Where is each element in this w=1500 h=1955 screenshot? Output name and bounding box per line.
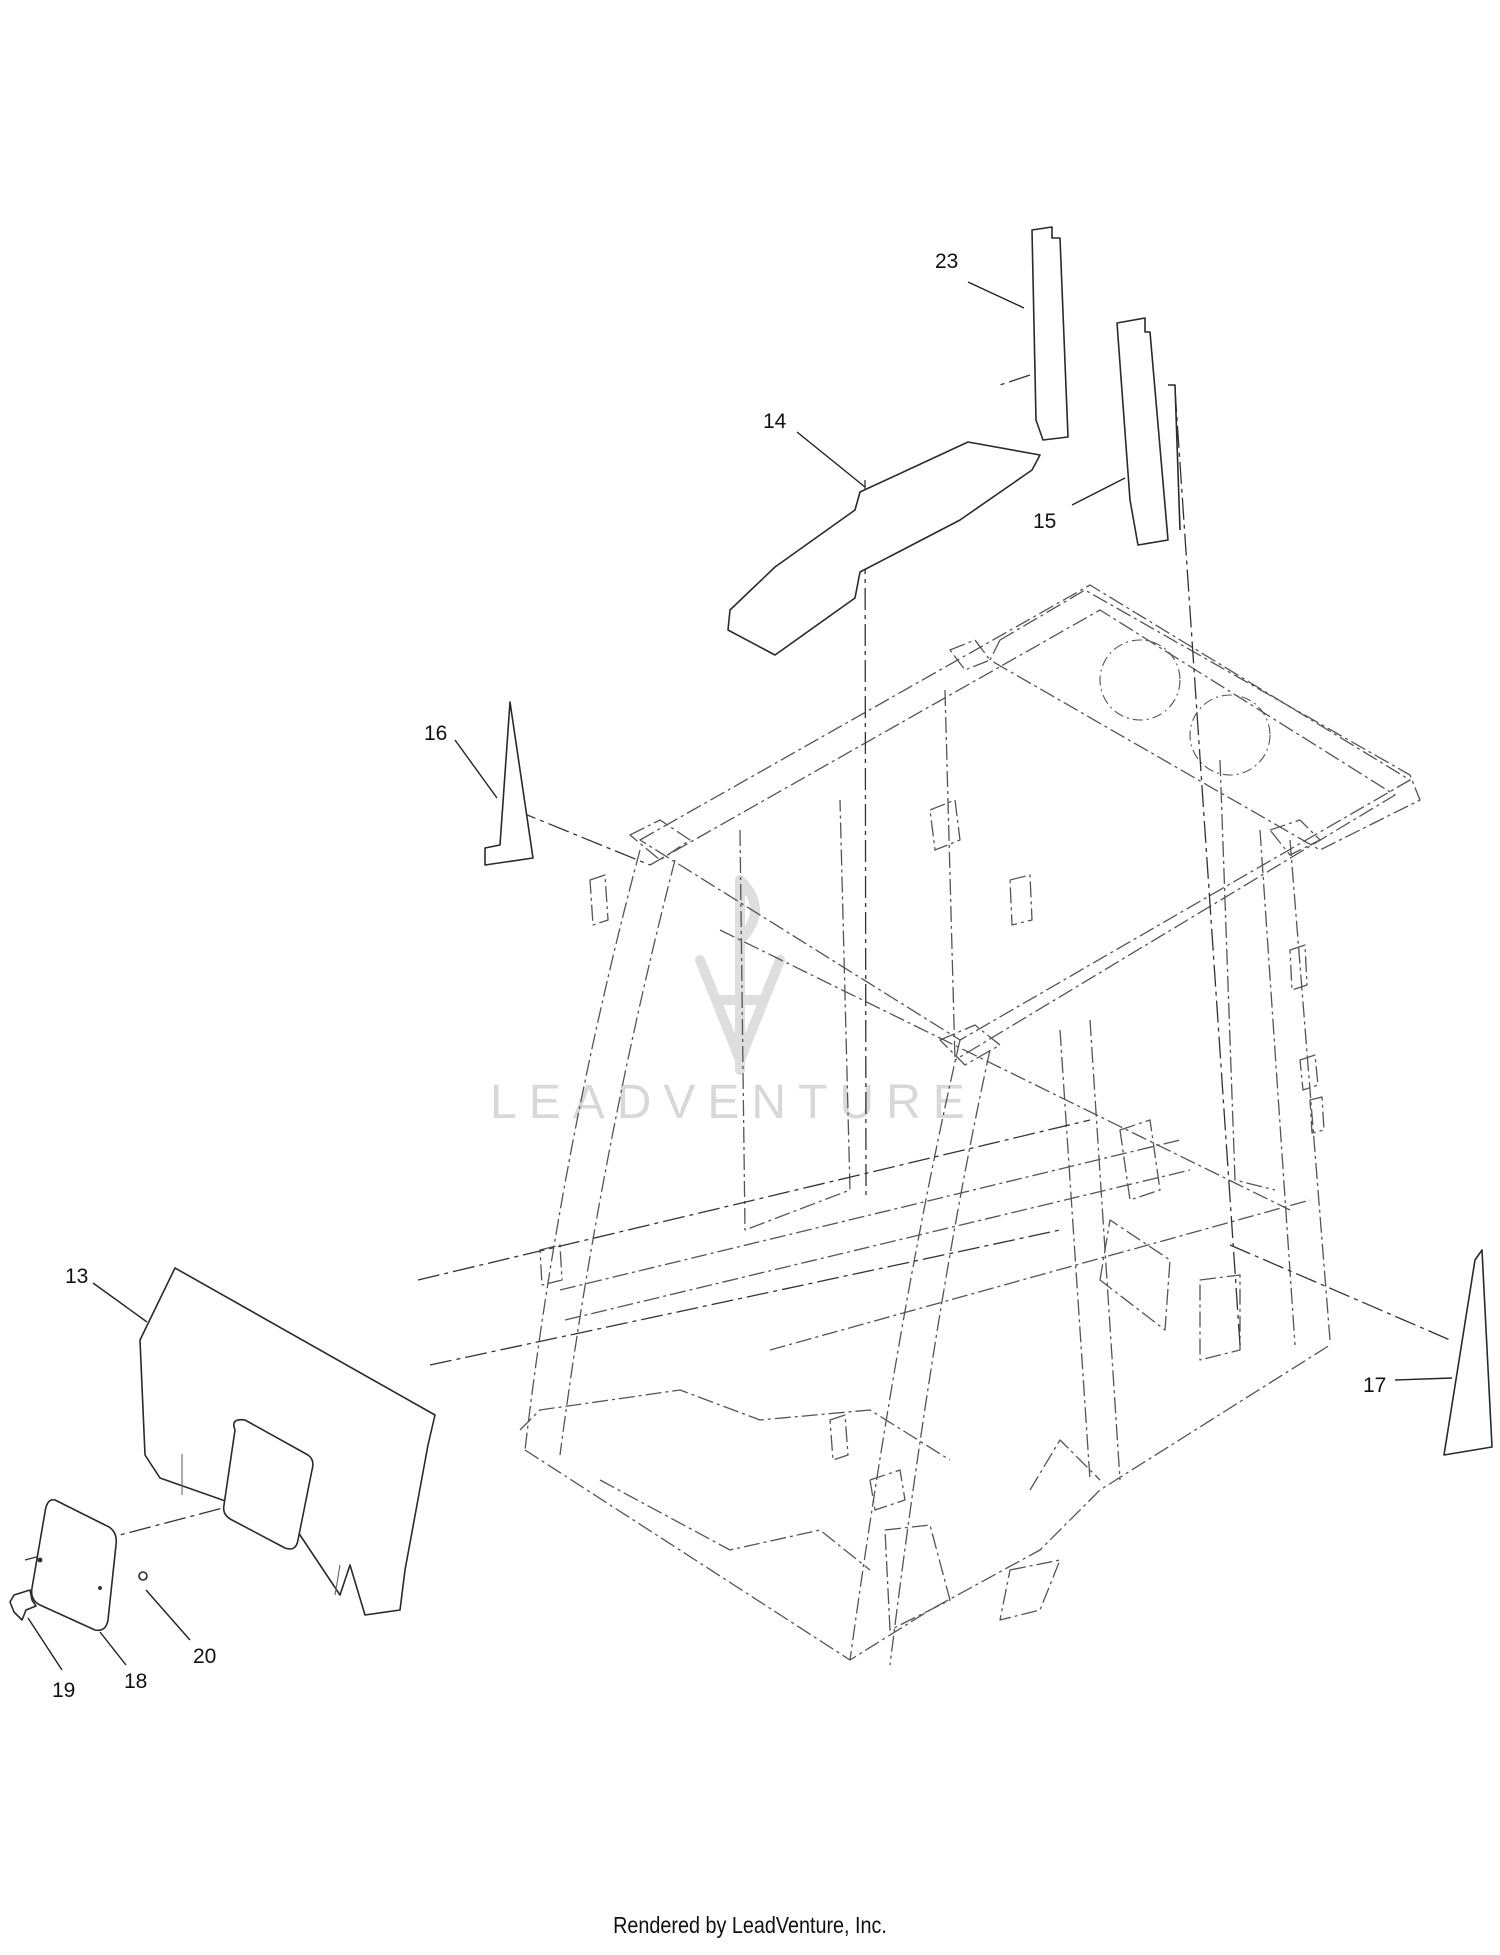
part-14-cross-panel[interactable] bbox=[727, 441, 1041, 656]
part-20-washer[interactable] bbox=[138, 1571, 148, 1581]
callout-18: 18 bbox=[124, 1670, 147, 1693]
callout-13: 13 bbox=[65, 1265, 88, 1288]
callout-23: 23 bbox=[935, 250, 958, 273]
part-15-trim-panel[interactable] bbox=[1116, 317, 1181, 546]
callout-15: 15 bbox=[1033, 510, 1056, 533]
watermark-text: LEADVENTURE bbox=[490, 1076, 977, 1129]
callout-16: 16 bbox=[424, 722, 447, 745]
access-opening bbox=[222, 1418, 314, 1550]
part-23-trim-panel[interactable] bbox=[1031, 226, 1069, 441]
callout-19: 19 bbox=[52, 1679, 75, 1702]
callout-17: 17 bbox=[1363, 1374, 1386, 1397]
watermark-logo-icon bbox=[695, 875, 785, 1075]
cab-frame bbox=[519, 584, 1421, 1666]
part-19-knob[interactable] bbox=[9, 1589, 37, 1621]
part-13-access-panel[interactable] bbox=[139, 1267, 436, 1616]
watermark: LEADVENTURE bbox=[490, 875, 977, 1129]
part-17-filler-panel[interactable] bbox=[1443, 1249, 1493, 1456]
part-18-access-cover[interactable] bbox=[30, 1498, 118, 1632]
callout-14: 14 bbox=[763, 410, 787, 433]
callout-20: 20 bbox=[193, 1645, 216, 1668]
callout-labels: 23 14 15 16 17 13 20 18 19 bbox=[52, 250, 1386, 1702]
footer-credit: Rendered by LeadVenture, Inc. bbox=[613, 1912, 887, 1938]
part-16-filler-panel[interactable] bbox=[484, 701, 534, 866]
leader-lines bbox=[27, 281, 1453, 1671]
